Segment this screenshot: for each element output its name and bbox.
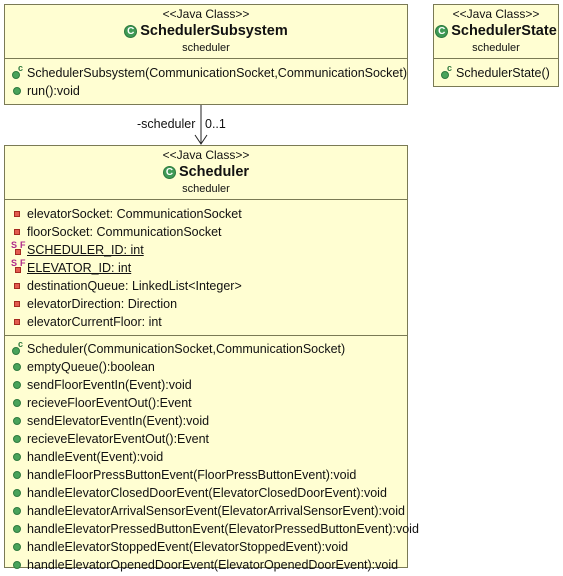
- public-method-icon: [11, 450, 25, 464]
- public-method-icon: [11, 486, 25, 500]
- stereotype-label: <<Java Class>>: [162, 148, 250, 162]
- fields-compartment: elevatorSocket: CommunicationSocket floo…: [5, 200, 407, 335]
- class-name: SchedulerState: [451, 23, 557, 39]
- method-item: handleElevatorStoppedEvent(ElevatorStopp…: [11, 538, 407, 556]
- public-method-icon: [11, 414, 25, 428]
- method-item: sendElevatorEventIn(Event):void: [11, 412, 407, 430]
- public-method-icon: [11, 396, 25, 410]
- private-field-icon: [11, 279, 25, 293]
- class-icon: C: [435, 24, 449, 38]
- method-item: handleElevatorClosedDoorEvent(ElevatorCl…: [11, 484, 407, 502]
- field-item: elevatorCurrentFloor: int: [11, 313, 407, 331]
- field-item: elevatorDirection: Direction: [11, 295, 407, 313]
- class-box-scheduler[interactable]: <<Java Class>> C Scheduler scheduler ele…: [4, 145, 419, 572]
- field-item: floorSocket: CommunicationSocket: [11, 223, 407, 241]
- association-role-label: -scheduler: [137, 117, 196, 131]
- class-header: <<Java Class>> C Scheduler scheduler: [5, 146, 407, 200]
- public-method-icon: [11, 540, 25, 554]
- method-item: Scheduler(CommunicationSocket,Communicat…: [11, 339, 407, 358]
- method-item: recieveFloorEventOut():Event: [11, 394, 407, 412]
- field-item: elevatorSocket: CommunicationSocket: [11, 205, 407, 223]
- stereotype-label: <<Java Class>>: [162, 7, 250, 21]
- class-box-scheduler-state[interactable]: <<Java Class>> C SchedulerState schedule…: [433, 4, 559, 87]
- method-item: run():void: [11, 82, 407, 100]
- methods-compartment: SchedulerState(): [434, 59, 558, 84]
- public-method-icon: [11, 522, 25, 536]
- public-method-icon: [11, 432, 25, 446]
- class-title-row: C Scheduler: [5, 163, 407, 181]
- class-box-scheduler-subsystem[interactable]: <<Java Class>> C SchedulerSubsystem sche…: [4, 4, 408, 105]
- class-name: SchedulerSubsystem: [140, 23, 288, 39]
- method-item: handleElevatorOpenedDoorEvent(ElevatorOp…: [11, 556, 407, 574]
- method-item: sendFloorEventIn(Event):void: [11, 376, 407, 394]
- private-field-icon: [11, 315, 25, 329]
- public-method-icon: [11, 558, 25, 572]
- package-label: scheduler: [472, 42, 520, 54]
- public-method-icon: [11, 468, 25, 482]
- class-title-row: C SchedulerSubsystem: [5, 22, 407, 40]
- constructor-icon: [11, 339, 25, 356]
- public-method-icon: [11, 378, 25, 392]
- private-field-icon: [11, 225, 25, 239]
- class-header: <<Java Class>> C SchedulerState schedule…: [434, 5, 558, 59]
- constructor-icon: [440, 63, 454, 80]
- class-icon: C: [162, 165, 176, 179]
- package-label: scheduler: [182, 183, 230, 195]
- field-item: destinationQueue: LinkedList<Integer>: [11, 277, 407, 295]
- public-method-icon: [11, 360, 25, 374]
- public-method-icon: [11, 504, 25, 518]
- methods-compartment: Scheduler(CommunicationSocket,Communicat…: [5, 335, 419, 576]
- method-item: handleFloorPressButtonEvent(FloorPressBu…: [11, 466, 407, 484]
- constructor-icon: [11, 63, 25, 80]
- methods-compartment: SchedulerSubsystem(CommunicationSocket,C…: [5, 59, 407, 102]
- class-name: Scheduler: [178, 164, 250, 180]
- stereotype-label: <<Java Class>>: [452, 7, 540, 21]
- method-item: emptyQueue():boolean: [11, 358, 407, 376]
- method-item: recieveElevatorEventOut():Event: [11, 430, 407, 448]
- method-item: SchedulerSubsystem(CommunicationSocket,C…: [11, 63, 407, 82]
- class-icon: C: [124, 24, 138, 38]
- method-item: handleElevatorArrivalSensorEvent(Elevato…: [11, 502, 407, 520]
- method-item: handleElevatorPressedButtonEvent(Elevato…: [11, 520, 419, 538]
- package-label: scheduler: [182, 42, 230, 54]
- class-header: <<Java Class>> C SchedulerSubsystem sche…: [5, 5, 407, 59]
- method-item: SchedulerState(): [440, 63, 558, 82]
- association-multiplicity-label: 0..1: [205, 117, 226, 131]
- private-field-icon: [11, 297, 25, 311]
- public-method-icon: [11, 84, 25, 98]
- private-field-icon: [11, 207, 25, 221]
- method-item: handleEvent(Event):void: [11, 448, 407, 466]
- class-title-row: C SchedulerState: [434, 22, 558, 40]
